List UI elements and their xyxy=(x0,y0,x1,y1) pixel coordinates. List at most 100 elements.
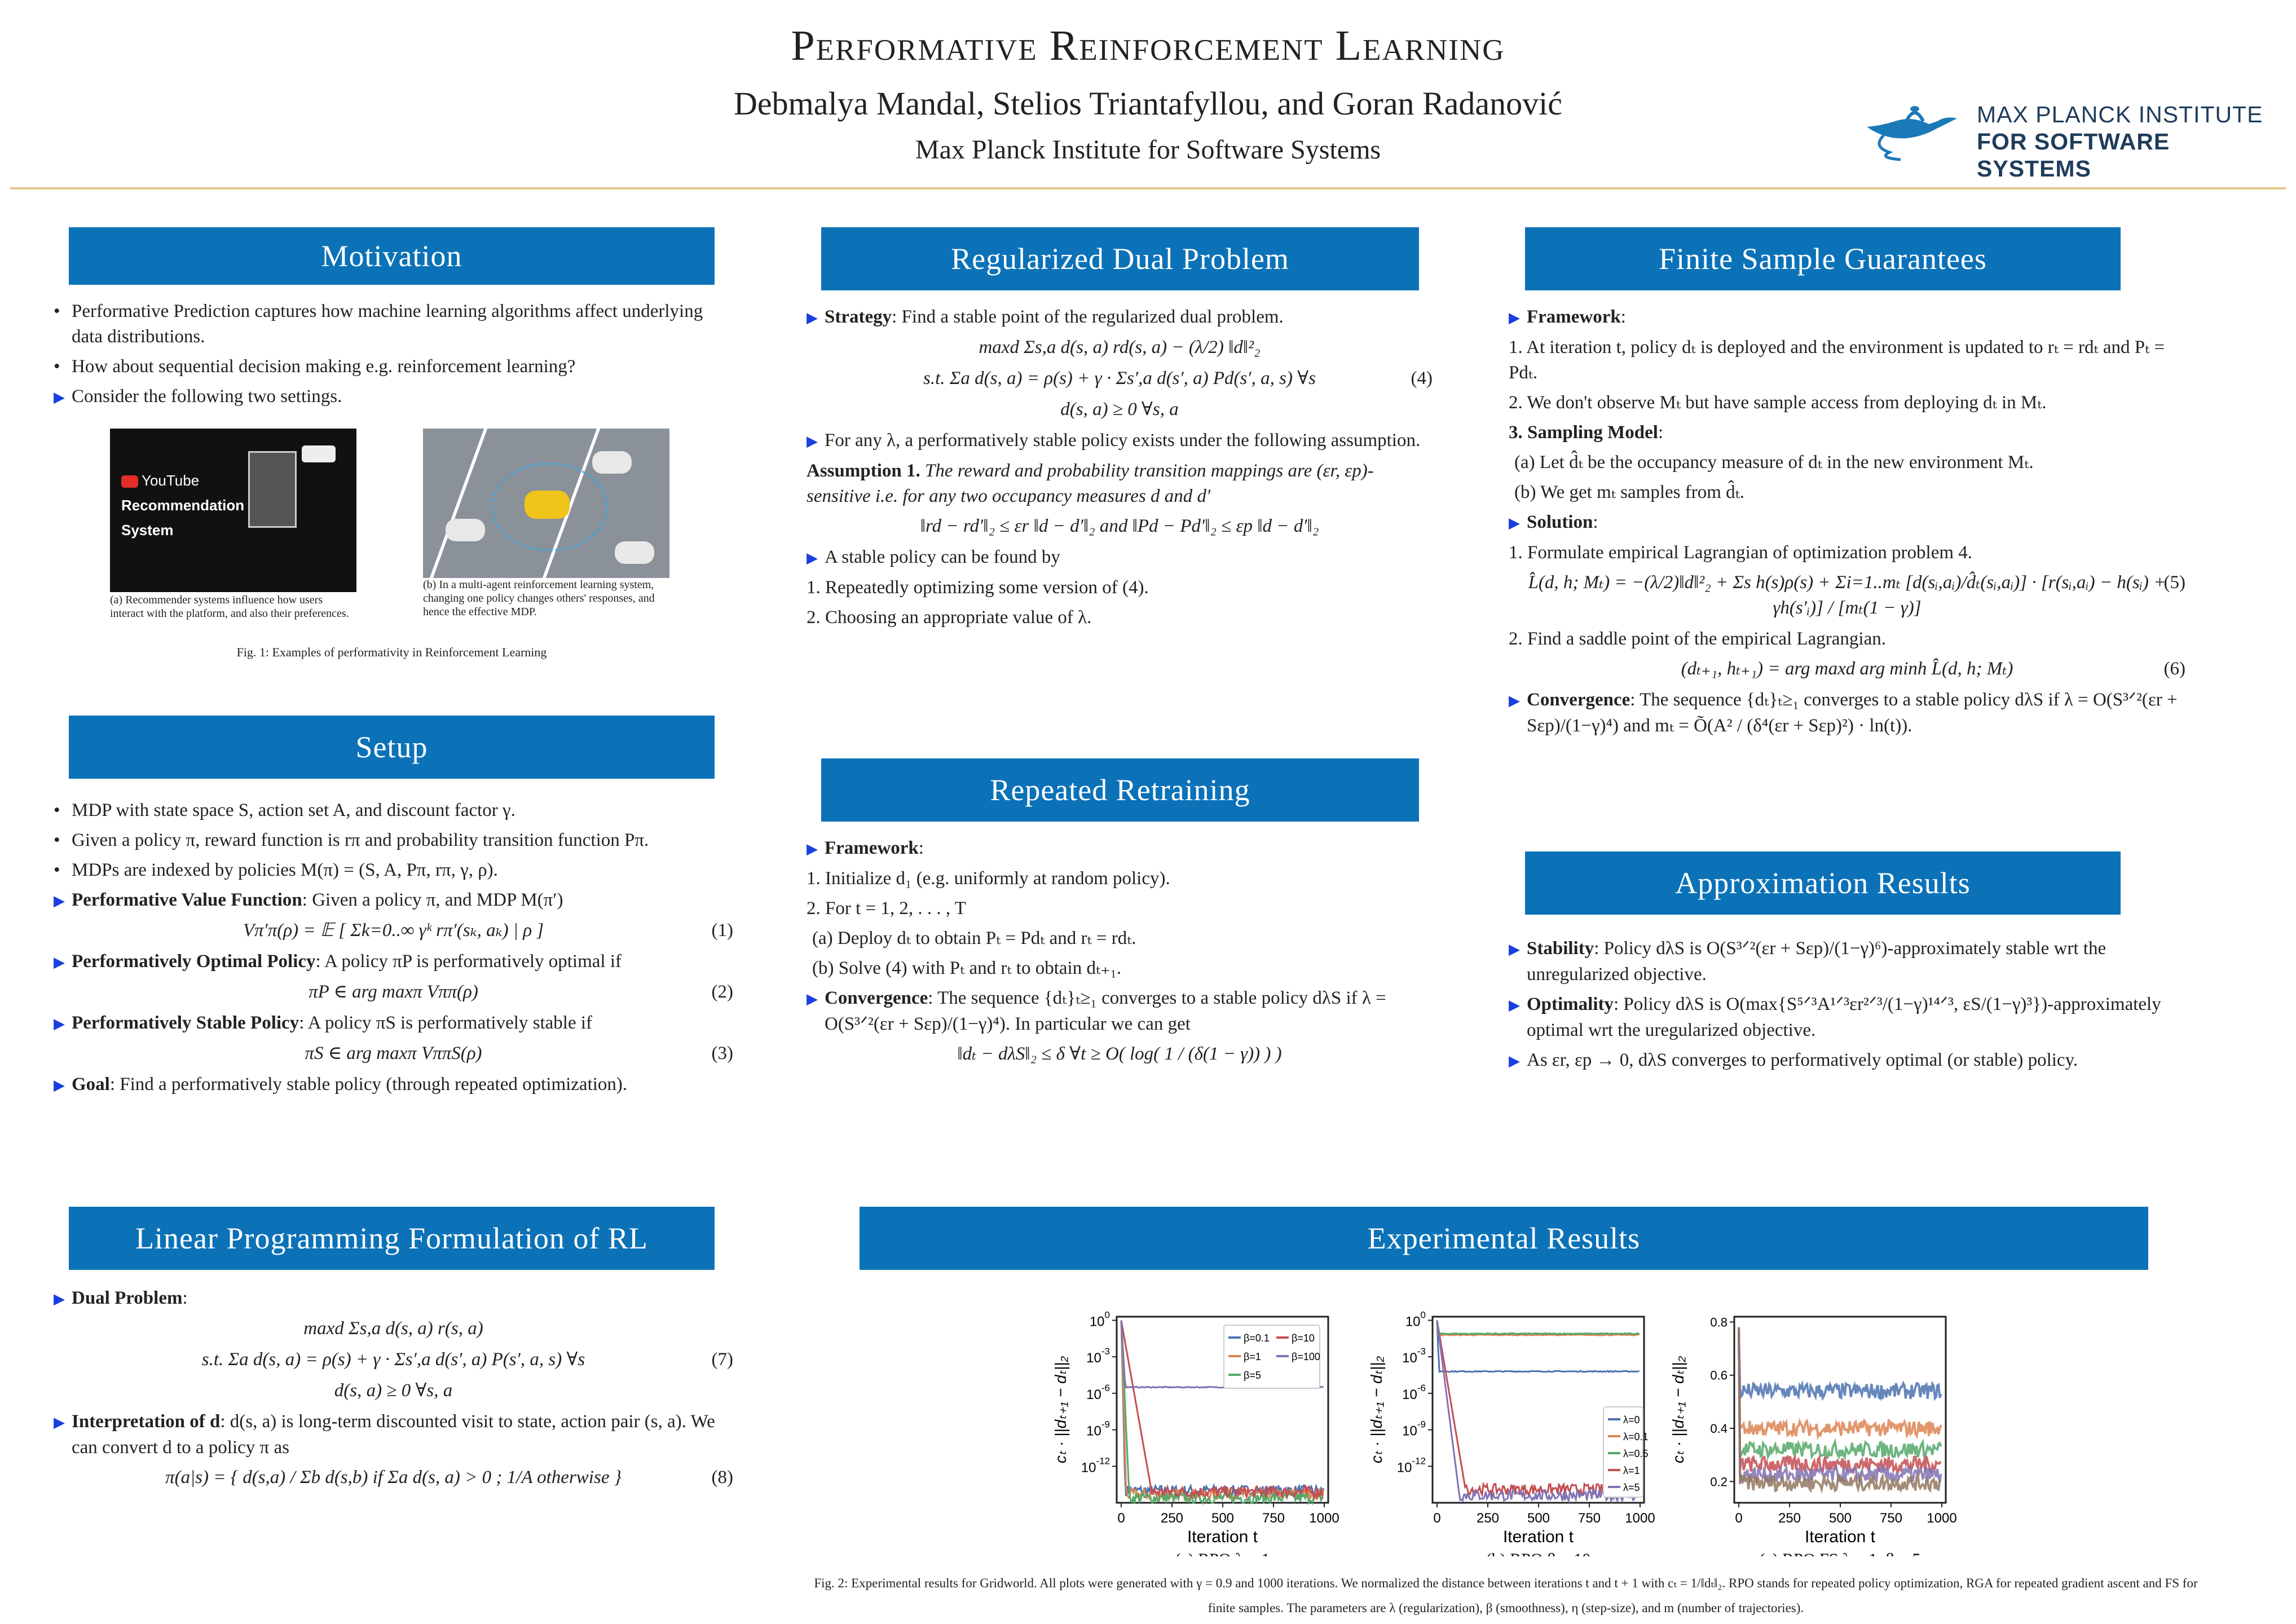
equation-text: L̂(d, h; Mₜ) = −(λ/2)‖d‖²₂ + Σs h(s)ρ(s)… xyxy=(1528,572,2166,618)
item-text: 2. Find a saddle point of the empirical … xyxy=(1509,629,1886,649)
poster-title: Performative Reinforcement Learning xyxy=(791,22,1505,69)
minerva-lamp-icon xyxy=(1867,106,1957,161)
x-tick-label: 0 xyxy=(1117,1511,1125,1526)
logo-line-1: MAX PLANCK INSTITUTE xyxy=(1977,102,2263,127)
repeated-retraining-section: ▶Framework:1. Initialize d₁ (e.g. unifor… xyxy=(807,836,1433,1073)
equation-number: (4) xyxy=(1411,368,1433,389)
item-text: : Find a performatively stable policy (t… xyxy=(109,1074,628,1095)
equation: d(s, a) ≥ 0 ∀s, a xyxy=(54,1378,733,1404)
item-text: : d(s, a) is long-term discounted visit … xyxy=(72,1411,715,1458)
y-tick-label: 0.6 xyxy=(1710,1369,1727,1383)
arrow-bullet-icon: ▶ xyxy=(54,1291,65,1307)
item-lead: Interpretation of d xyxy=(72,1411,221,1432)
list-item: ▶Performative Value Function: Given a po… xyxy=(54,888,733,914)
x-axis-label: Iteration t xyxy=(1503,1528,1574,1546)
arrow-bullet-icon: ▶ xyxy=(1509,997,1520,1013)
finite-sample-header: Finite Sample Guarantees xyxy=(1525,227,2121,290)
arrow-bullet-icon: ▶ xyxy=(54,1077,65,1093)
item-text: : xyxy=(918,838,924,858)
chat-bubble xyxy=(302,445,336,462)
item-text: For any λ, a performatively stable polic… xyxy=(825,430,1421,451)
list-item: •MDP with state space S, action set A, a… xyxy=(54,798,733,823)
item-text: : Given a policy π, and MDP M(π′) xyxy=(302,890,563,910)
fig1-caption: Fig. 1: Examples of performativity in Re… xyxy=(236,645,547,659)
x-tick-label: 750 xyxy=(1262,1511,1285,1526)
item-lead: Performatively Optimal Policy xyxy=(72,951,316,972)
item-text: : The sequence {dₜ}ₜ≥₁ converges to a st… xyxy=(1527,690,2178,736)
repeated-retraining-header: Repeated Retraining xyxy=(821,758,1419,822)
item-lead: Convergence xyxy=(825,988,928,1008)
list-item: ▶Performatively Optimal Policy: A policy… xyxy=(54,949,733,975)
item-text: : A policy πS is performatively stable i… xyxy=(299,1013,593,1033)
list-item: (b) Solve (4) with Pₜ and rₜ to obtain d… xyxy=(807,956,1433,981)
item-text: 2. Choosing an appropriate value of λ. xyxy=(807,607,1092,628)
item-text: (a) Let d̂ₜ be the occupancy measure of … xyxy=(1514,452,2034,473)
series-line xyxy=(1436,1320,1640,1336)
x-tick-label: 1000 xyxy=(1625,1511,1655,1526)
list-item: Assumption 1. The reward and probability… xyxy=(807,458,1433,509)
equation: s.t. Σa d(s, a) = ρ(s) + γ · Σs′,a d(s′,… xyxy=(807,366,1433,391)
list-item: ▶Convergence: The sequence {dₜ}ₜ≥₁ conve… xyxy=(1509,687,2185,739)
experimental-results-header: Experimental Results xyxy=(860,1207,2148,1270)
list-item: ▶A stable policy can be found by xyxy=(807,545,1433,571)
youtube-recommendation-image: YouTube Recommendation System xyxy=(110,429,356,592)
legend-label: λ=0.1 xyxy=(1623,1431,1649,1442)
list-item: (a) Let d̂ₜ be the occupancy measure of … xyxy=(1509,450,2185,475)
item-lead: Performatively Stable Policy xyxy=(72,1013,299,1033)
list-item: ▶ Optimality: Policy dλS is O(max{S⁵ᐟ³A¹ᐟ… xyxy=(1509,992,2185,1043)
legend-box xyxy=(1223,1325,1320,1389)
item-text: : xyxy=(1593,512,1598,532)
list-item: ▶Goal: Find a performatively stable poli… xyxy=(54,1072,733,1098)
legend-box xyxy=(1603,1406,1643,1498)
x-axis-label: Iteration t xyxy=(1805,1528,1876,1546)
series-line xyxy=(1120,1320,1324,1506)
arrow-bullet-icon: ▶ xyxy=(807,841,818,857)
equation-text: Vπ′π(ρ) = 𝔼 [ Σk=0..∞ γᵏ rπ′(sₖ, aₖ) | ρ… xyxy=(243,920,544,941)
list-item: 1. Repeatedly optimizing some version of… xyxy=(807,575,1433,601)
bullet-icon: • xyxy=(54,830,60,850)
equation-text: maxd Σs,a d(s, a) rd(s, a) − (λ/2) ‖d‖²₂ xyxy=(979,337,1261,358)
list-item: •How about sequential decision making e.… xyxy=(54,354,733,379)
equation-number: (6) xyxy=(2163,659,2185,679)
series-line xyxy=(1436,1320,1640,1373)
series-line xyxy=(1120,1320,1324,1501)
legend-label: β=10 xyxy=(1292,1332,1315,1344)
item-text: : Policy dλS is O(max{S⁵ᐟ³A¹ᐟ³εr²ᐟ³/(1−γ… xyxy=(1527,994,2161,1040)
list-item: 2. We don't observe Mₜ but have sample a… xyxy=(1509,390,2185,416)
item-text: : xyxy=(182,1288,188,1308)
list-item: ▶Solution: xyxy=(1509,510,2185,536)
list-item: 3. Sampling Model: xyxy=(1509,420,2185,445)
y-tick-label: 0.2 xyxy=(1710,1475,1727,1489)
item-text: Given a policy π, reward function is rπ … xyxy=(72,830,649,850)
list-item: 2. For t = 1, 2, . . . , T xyxy=(807,896,1433,921)
arrow-bullet-icon: ▶ xyxy=(1509,692,1520,709)
y-tick-label: 10-12 xyxy=(1397,1455,1426,1475)
x-tick-label: 750 xyxy=(1578,1511,1601,1526)
equation-text: π(a|s) = { d(s,a) / Σb d(s,b) if Σa d(s,… xyxy=(165,1467,622,1488)
header-divider xyxy=(10,187,2286,189)
y-tick-label: 10-6 xyxy=(1402,1383,1426,1402)
x-tick-label: 500 xyxy=(1211,1511,1234,1526)
item-text: : xyxy=(1658,422,1664,443)
bullet-icon: • xyxy=(54,356,60,377)
item-lead: Optimality xyxy=(1527,994,1614,1014)
item-text: 1. Initialize d₁ (e.g. uniformly at rand… xyxy=(807,868,1170,889)
item-text: 1. Formulate empirical Lagrangian of opt… xyxy=(1509,542,1973,563)
equation-number: (2) xyxy=(711,982,733,1002)
y-tick-label: 100 xyxy=(1090,1309,1110,1329)
y-tick-label: 10-3 xyxy=(1402,1346,1426,1366)
list-item: • Given a policy π, reward function is rπ… xyxy=(54,828,733,853)
equation: ‖dₜ − dλS‖₂ ≤ δ ∀t ≥ O( log( 1 / (δ(1 − … xyxy=(807,1042,1433,1067)
arrow-bullet-icon: ▶ xyxy=(1509,310,1520,326)
item-lead: Assumption 1. xyxy=(807,461,920,481)
x-tick-label: 0 xyxy=(1735,1511,1742,1526)
bullet-icon: • xyxy=(54,301,60,321)
equation-number: (3) xyxy=(711,1043,733,1063)
legend-label: β=1 xyxy=(1244,1351,1261,1362)
x-tick-label: 1000 xyxy=(1309,1511,1339,1526)
list-item: 1. At iteration t, policy dₜ is deployed… xyxy=(1509,335,2185,386)
x-tick-label: 250 xyxy=(1477,1511,1499,1526)
equation: Vπ′π(ρ) = 𝔼 [ Σk=0..∞ γᵏ rπ′(sₖ, aₖ) | ρ… xyxy=(54,918,733,943)
equation-number: (7) xyxy=(711,1349,733,1370)
